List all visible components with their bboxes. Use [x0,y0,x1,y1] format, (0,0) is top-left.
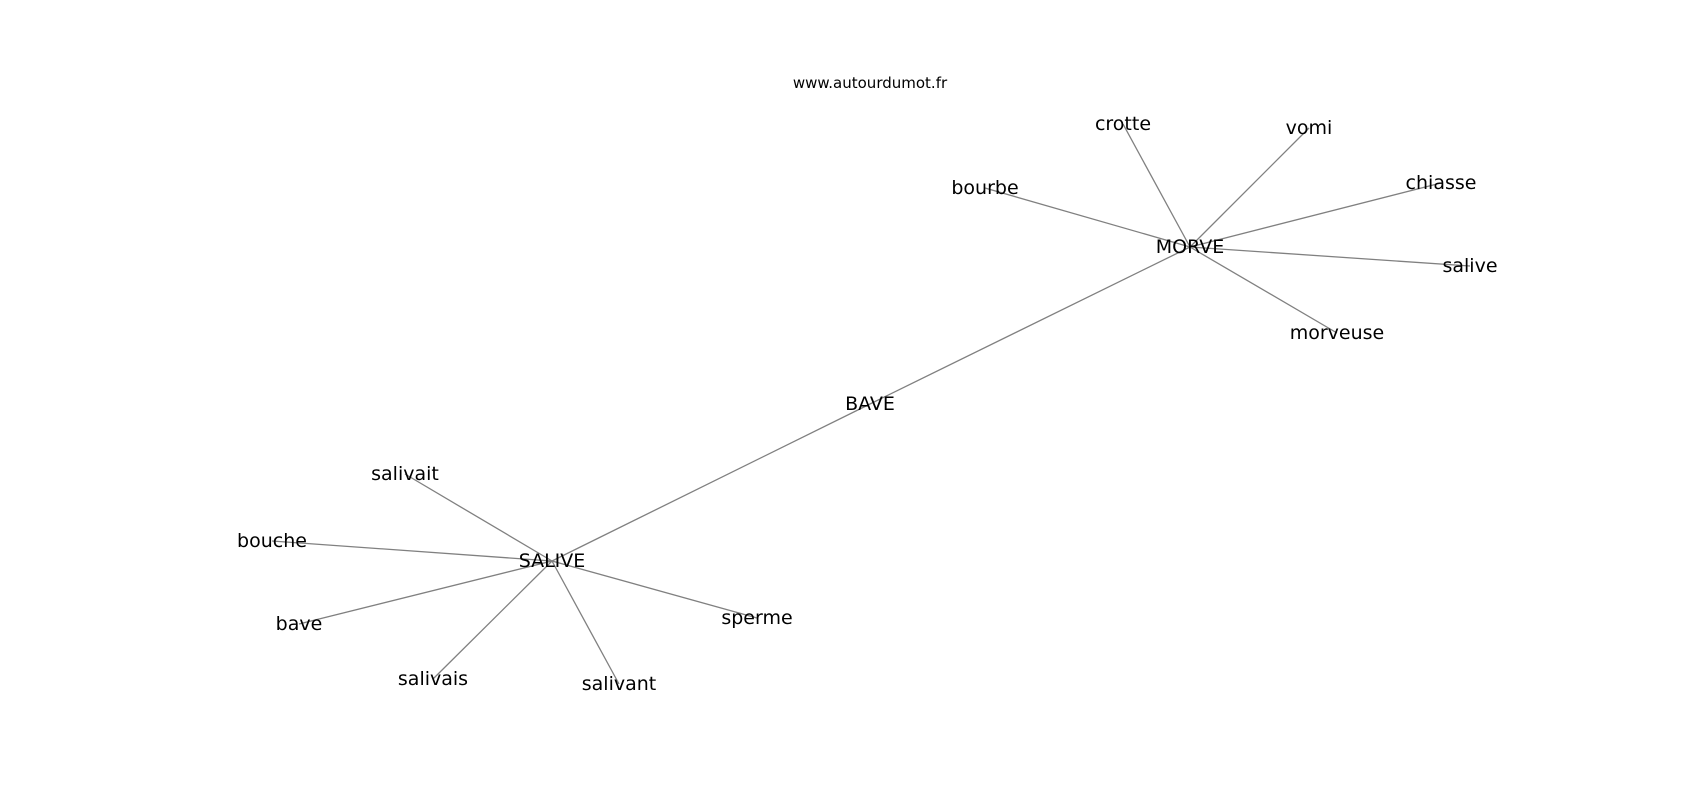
edge-salive_main-salivant [551,560,620,685]
edge-salive_main-bouche [271,540,553,562]
node-bave-leaf[interactable]: bave [276,613,323,635]
edge-salive_main-bave_leaf [298,560,553,625]
edge-salive_main-salivait [404,473,553,562]
edge-salive_main-sperme [551,560,758,619]
node-sperme[interactable]: sperme [721,607,792,629]
node-bave-main[interactable]: BAVE [845,393,895,415]
edge-morve-salive_leaf [1189,246,1471,267]
edge-bave_main-salive_main [551,403,871,562]
node-salivait[interactable]: salivait [371,463,439,485]
node-salive-main[interactable]: SALIVE [519,550,586,572]
graph-nodes: BAVE MORVE SALIVE crotte vomi bourbe chiasse sa… [237,113,1497,695]
site-watermark: www.autourdumot.fr [793,74,948,92]
graph-edges [271,123,1471,685]
node-morve[interactable]: MORVE [1156,236,1225,258]
edge-bave_main-morve [869,246,1191,405]
node-bourbe[interactable]: bourbe [951,177,1018,199]
node-crotte[interactable]: crotte [1095,113,1151,135]
node-salivant[interactable]: salivant [582,673,656,695]
node-chiasse[interactable]: chiasse [1406,172,1477,194]
node-morveuse[interactable]: morveuse [1290,322,1385,344]
edge-salive_main-salivais [432,560,553,680]
node-bouche[interactable]: bouche [237,530,307,552]
edge-morve-chiasse [1189,182,1442,248]
edge-morve-crotte [1122,123,1191,248]
node-salive-leaf[interactable]: salive [1442,255,1497,277]
edge-morve-bourbe [984,187,1191,248]
edge-morve-vomi [1189,127,1310,248]
node-salivais[interactable]: salivais [398,668,468,690]
edge-morve-morveuse [1189,246,1338,334]
node-vomi[interactable]: vomi [1286,117,1333,139]
